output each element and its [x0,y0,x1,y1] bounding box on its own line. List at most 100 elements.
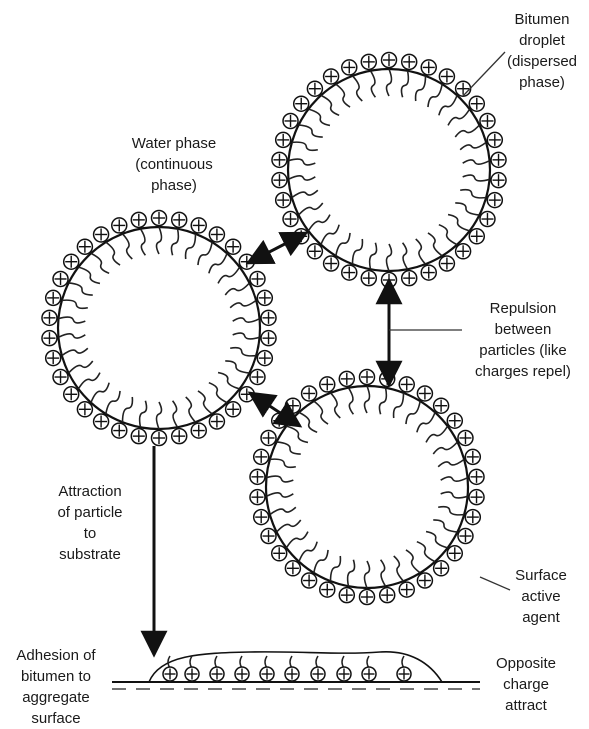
positive-charge-icon [382,53,397,68]
label-line: Opposite [496,655,556,672]
positive-charge-icon [261,430,276,445]
label-line: Repulsion [490,300,557,317]
positive-charge-icon [283,212,298,227]
positive-charge-icon [402,54,417,69]
positive-charge-icon [320,377,335,392]
positive-charge-icon [307,81,322,96]
positive-charge-icon [421,60,436,75]
positive-charge-icon [261,310,276,325]
positive-charge-icon [191,218,206,233]
label-line: aggregate [22,689,90,706]
positive-charge-icon [112,423,127,438]
positive-charge-icon [337,667,351,681]
positive-charge-icon [64,387,79,402]
positive-charge-icon [491,173,506,188]
label-line: bitumen to [21,668,91,685]
positive-charge-icon [254,449,269,464]
positive-charge-icon [434,398,449,413]
label-line: attract [505,697,548,714]
repulsion-arrow-left-top [248,233,306,263]
positive-charge-icon [285,667,299,681]
positive-charge-icon [42,331,57,346]
positive-charge-icon [491,152,506,167]
positive-charge-icon [283,113,298,128]
positive-charge-icon [434,561,449,576]
positive-charge-icon [480,212,495,227]
positive-charge-icon [302,386,317,401]
repulsion-label: Repulsionbetweenparticles (likecharges r… [475,300,571,380]
positive-charge-icon [342,265,357,280]
surface-agent-leader-line [480,577,510,590]
label-line: Bitumen [514,11,569,28]
label-line: (continuous [135,156,213,173]
label-line: surface [31,710,80,727]
label-line: Attraction [58,483,121,500]
aggregate-substrate [112,652,480,689]
label-line: to [84,525,97,542]
label-line: charges repel) [475,363,571,380]
positive-charge-icon [261,529,276,544]
positive-charge-icon [469,229,484,244]
positive-charge-icon [324,256,339,271]
positive-charge-icon [94,414,109,429]
positive-charge-icon [311,667,325,681]
positive-charge-icon [191,423,206,438]
label-line: agent [522,609,560,626]
positive-charge-icon [456,81,471,96]
positive-charge-icon [46,290,61,305]
positive-charge-icon [285,561,300,576]
attraction-label: Attractionof particletosubstrate [57,483,122,563]
positive-charge-icon [53,370,68,385]
label-line: droplet [519,32,566,49]
positive-charge-icon [250,271,265,286]
positive-charge-icon [417,386,432,401]
positive-charge-icon [342,60,357,75]
droplet-bottom-right [250,370,484,605]
positive-charge-icon [209,414,224,429]
positive-charge-icon [272,546,287,561]
positive-charge-icon [210,667,224,681]
droplet-outline [58,227,260,429]
positive-charge-icon [458,529,473,544]
droplet-outline [288,69,490,271]
positive-charge-icon [77,239,92,254]
positive-charge-icon [272,173,287,188]
positive-charge-icon [339,371,354,386]
positive-charge-icon [360,590,375,605]
positive-charge-icon [285,398,300,413]
positive-charge-icon [402,271,417,286]
label-line: between [495,321,552,338]
positive-charge-icon [465,510,480,525]
positive-charge-icon [421,265,436,280]
positive-charge-icon [480,113,495,128]
positive-charge-icon [152,431,167,446]
positive-charge-icon [324,69,339,84]
positive-charge-icon [226,402,241,417]
positive-charge-icon [163,667,177,681]
label-line: Water phase [132,135,217,152]
positive-charge-icon [320,582,335,597]
positive-charge-icon [439,69,454,84]
positive-charge-icon [469,490,484,505]
film-emulsifier-molecules [163,656,411,682]
droplet-outline [266,386,468,588]
water-phase-label: Water phase(continuousphase) [132,135,217,194]
positive-charge-icon [439,256,454,271]
positive-charge-icon [131,212,146,227]
positive-charge-icon [276,193,291,208]
positive-charge-icon [209,227,224,242]
positive-charge-icon [307,244,322,259]
label-line: charge [503,676,549,693]
positive-charge-icon [302,573,317,588]
positive-charge-icon [257,290,272,305]
positive-charge-icon [254,510,269,525]
positive-charge-icon [261,331,276,346]
positive-charge-icon [276,132,291,147]
positive-charge-icon [77,402,92,417]
positive-charge-icon [397,667,411,681]
droplet-left [42,211,276,446]
positive-charge-icon [447,413,462,428]
